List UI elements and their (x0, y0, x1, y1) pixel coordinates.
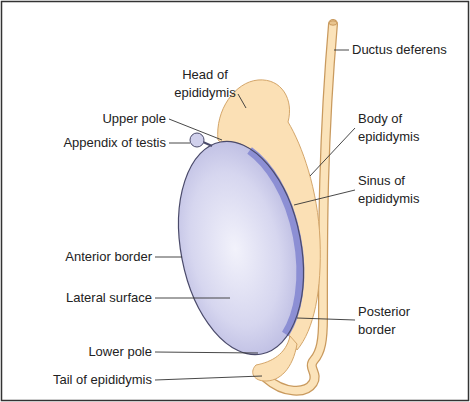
leader-line (310, 128, 355, 176)
part-label: Tail of epididymis (53, 371, 152, 389)
part-label: Anterior border (65, 248, 152, 266)
appendix-of-testis (190, 133, 204, 147)
part-label: Lower pole (88, 343, 152, 361)
leader-line (294, 190, 355, 205)
leader-line (238, 94, 246, 108)
leader-line (155, 298, 230, 299)
leader-line (297, 318, 355, 320)
leader-lines (155, 50, 355, 380)
sinus-band (250, 151, 301, 335)
part-label: Posterior border (358, 303, 430, 339)
leader-line (334, 50, 349, 51)
ductus-end (329, 21, 337, 25)
part-label: Sinus of epididymis (358, 172, 433, 208)
leader-line (155, 257, 182, 258)
part-label: Appendix of testis (63, 134, 166, 152)
leader-line (155, 352, 258, 353)
part-label: Lateral surface (66, 289, 152, 307)
part-label: Upper pole (102, 110, 166, 128)
testis-fill (161, 131, 320, 366)
testis-outline (161, 131, 320, 366)
leader-line (169, 119, 222, 140)
part-label: Ductus deferens (352, 41, 447, 59)
appendix-stalk (203, 142, 212, 146)
part-label: Body of epididymis (358, 110, 433, 146)
part-label: Head of epididymis (165, 66, 245, 102)
leader-line (169, 143, 190, 144)
leader-line (155, 376, 262, 380)
